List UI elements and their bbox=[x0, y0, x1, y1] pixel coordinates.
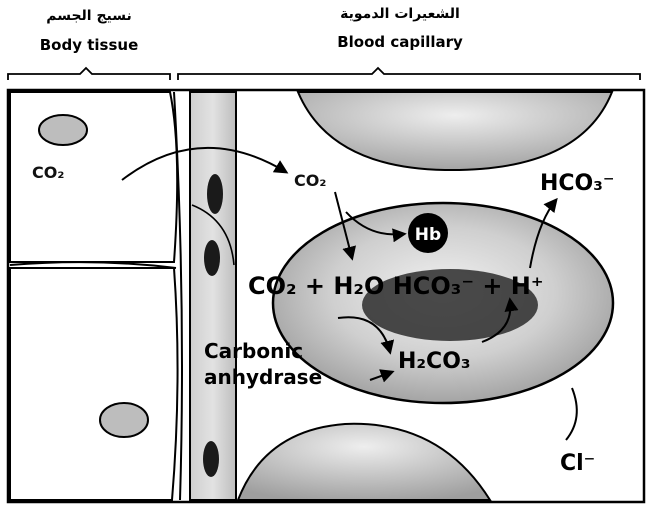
bicarbonate-outside-label: HCO₃⁻ bbox=[540, 171, 615, 196]
capillary-wall bbox=[190, 92, 236, 500]
enzyme-label-line1: Carbonic bbox=[204, 339, 303, 363]
tissue-nucleus-bottom bbox=[100, 403, 148, 437]
tissue-bracket bbox=[8, 68, 170, 80]
co2-tissue-label: CO₂ bbox=[32, 163, 64, 182]
enzyme-label-line2: anhydrase bbox=[204, 365, 322, 389]
co2-plasma-label: CO₂ bbox=[294, 171, 326, 190]
reaction-equation: CO₂ + H₂O HCO₃⁻ + H⁺ bbox=[248, 272, 544, 300]
carbonic-acid-label: H₂CO₃ bbox=[398, 349, 471, 374]
endothelial-nucleus-2 bbox=[204, 240, 220, 276]
endothelial-nucleus-1 bbox=[207, 174, 223, 214]
tissue-cell-bottom bbox=[10, 268, 178, 500]
capillary-bracket bbox=[178, 68, 640, 80]
chloride-label: Cl⁻ bbox=[560, 451, 595, 476]
endothelial-nucleus-3 bbox=[203, 441, 219, 477]
hemoglobin-label: Hb bbox=[415, 225, 441, 245]
tissue-nucleus-top bbox=[39, 115, 87, 145]
